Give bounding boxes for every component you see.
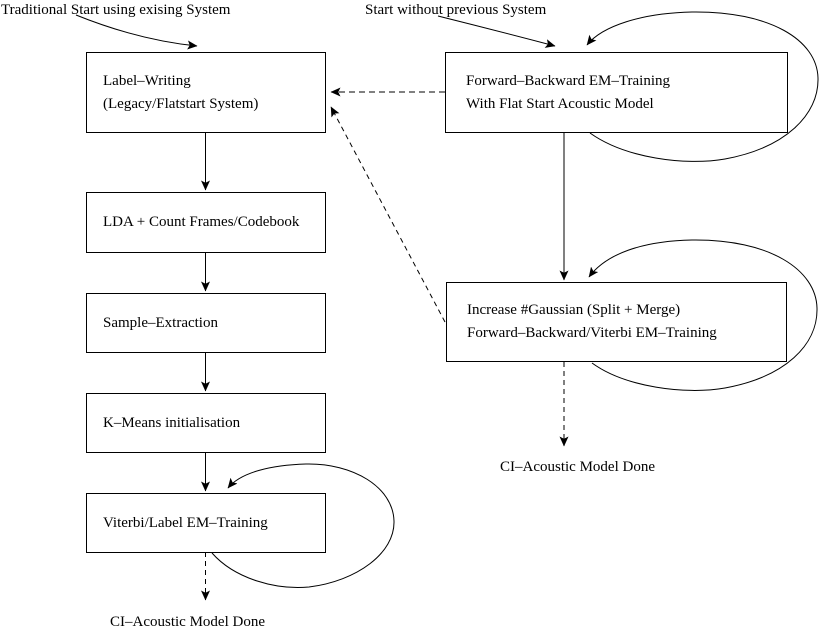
entry-label-flatstart: Start without previous System — [365, 2, 547, 18]
done-label-left: CI–Acoustic Model Done — [110, 614, 265, 630]
box-label-writing-line1: Label–Writing — [103, 72, 191, 89]
arrow-flatstart-entry — [437, 15, 556, 48]
arrow-increase-to-labelwriting-dashed — [330, 106, 446, 323]
box-lda: LDA + Count Frames/Codebook — [86, 192, 326, 253]
box-increase-gaussian: Increase #Gaussian (Split + Merge) Forwa… — [446, 282, 787, 362]
done-label-right: CI–Acoustic Model Done — [500, 459, 655, 475]
box-sample-extraction-line1: Sample–Extraction — [103, 314, 218, 331]
box-label-writing-line2: (Legacy/Flatstart System) — [103, 95, 259, 112]
box-viterbi: Viterbi/Label EM–Training — [86, 493, 326, 553]
box-increase-gaussian-line1: Increase #Gaussian (Split + Merge) — [467, 302, 681, 318]
arrow-traditional-entry — [75, 14, 198, 50]
entry-label-traditional: Traditional Start using exising System — [1, 2, 231, 18]
box-sample-extraction: Sample–Extraction — [86, 293, 326, 353]
box-lda-line1: LDA + Count Frames/Codebook — [103, 214, 300, 230]
box-kmeans: K–Means initialisation — [86, 393, 326, 453]
box-increase-gaussian-line2: Forward–Backward/Viterbi EM–Training — [467, 325, 717, 341]
box-label-writing: Label–Writing (Legacy/Flatstart System) — [86, 52, 326, 133]
box-viterbi-line1: Viterbi/Label EM–Training — [103, 514, 268, 531]
box-forward-backward: Forward–Backward EM–Training With Flat S… — [445, 52, 788, 133]
box-forward-backward-line2: With Flat Start Acoustic Model — [466, 95, 654, 112]
box-forward-backward-line1: Forward–Backward EM–Training — [466, 72, 671, 89]
box-kmeans-line1: K–Means initialisation — [103, 414, 241, 431]
